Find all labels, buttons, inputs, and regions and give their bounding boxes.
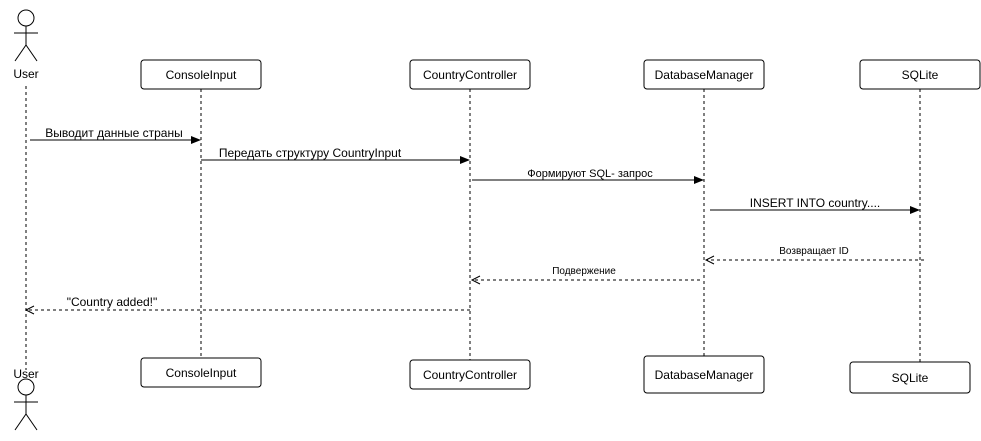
message-5-label: Возвращает ID (779, 246, 849, 257)
participant-databasemanager-top-label: DatabaseManager (655, 68, 754, 82)
participant-countrycontroller-bottom-label: CountryController (423, 368, 517, 382)
participant-consoleinput-top: ConsoleInput (140, 59, 262, 90)
participant-consoleinput-top-label: ConsoleInput (166, 68, 237, 82)
participant-sqlite-top: SQLite (859, 59, 981, 90)
message-3-label: Формируют SQL- запрос (527, 168, 653, 180)
message-2-label: Передать структуру CountryInput (219, 146, 402, 160)
message-4-label: INSERT INTO country.... (750, 196, 880, 210)
participant-countrycontroller-top-label: CountryController (423, 68, 517, 82)
participant-databasemanager-top: DatabaseManager (643, 59, 765, 90)
user-actor-bottom (14, 378, 38, 431)
participant-countrycontroller-bottom: CountryController (409, 359, 531, 390)
message-6-arrowhead (470, 275, 481, 285)
message-1-label: Выводит данные страны (45, 126, 182, 140)
user-actor-top-label: User (13, 67, 38, 81)
message-7-label: "Country added!" (67, 295, 158, 309)
participant-consoleinput-bottom-label: ConsoleInput (166, 366, 237, 380)
participant-sqlite-bottom-label: SQLite (892, 371, 929, 385)
user-actor-top (14, 9, 38, 62)
message-7-arrowhead (24, 305, 35, 315)
message-2: Передать структуру CountryInput (201, 146, 470, 164)
message-5: Возвращает ID (704, 246, 924, 265)
user-actor-bottom-label: User (13, 367, 38, 381)
message-6-label: Подвержение (552, 266, 616, 277)
participant-countrycontroller-top: CountryController (409, 59, 531, 90)
message-2-arrowhead (460, 156, 470, 164)
message-1: Выводит данные страны (30, 126, 201, 144)
message-6: Подвержение (470, 266, 700, 285)
participant-sqlite-bottom: SQLite (849, 361, 971, 394)
participant-databasemanager-bottom: DatabaseManager (643, 355, 765, 394)
participant-consoleinput-bottom: ConsoleInput (140, 357, 262, 388)
participant-databasemanager-bottom-label: DatabaseManager (655, 368, 754, 382)
message-4: INSERT INTO country.... (710, 196, 920, 214)
message-7: "Country added!" (24, 295, 470, 315)
participant-sqlite-top-label: SQLite (902, 68, 939, 82)
message-4-arrowhead (910, 206, 920, 214)
message-1-arrowhead (191, 136, 201, 144)
message-3-arrowhead (694, 176, 704, 184)
message-5-arrowhead (704, 255, 715, 265)
message-3: Формируют SQL- запрос (472, 168, 704, 184)
